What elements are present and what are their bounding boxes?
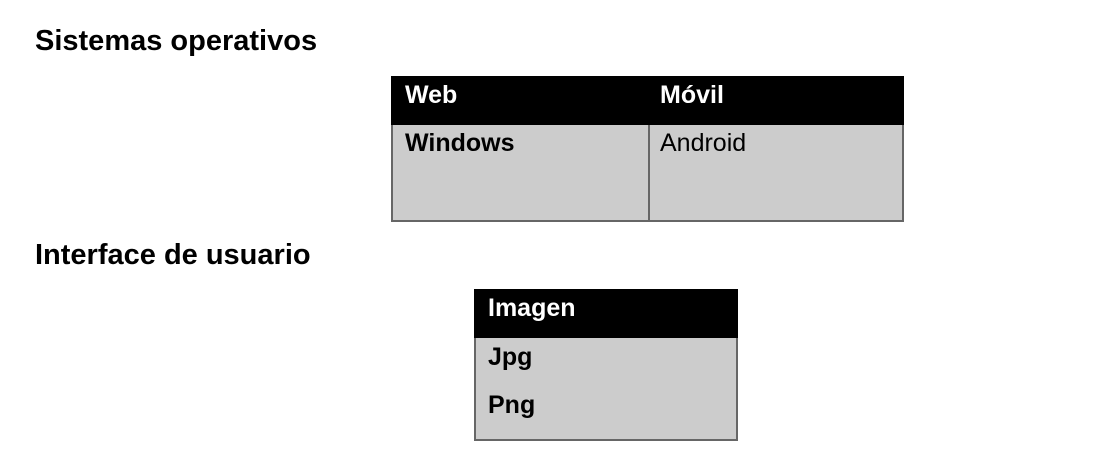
header-cell-imagen: Imagen (488, 294, 576, 322)
header-cell-web: Web (405, 81, 458, 109)
section-title-interface-de-usuario: Interface de usuario (35, 239, 311, 271)
list-item-jpg: Jpg (488, 343, 533, 371)
user-interface-table: Imagen Jpg Png (474, 289, 738, 441)
table-row: Windows Android (391, 125, 904, 222)
section-title-sistemas-operativos: Sistemas operativos (35, 25, 318, 57)
column-divider (648, 125, 650, 220)
cell-android: Android (660, 129, 747, 157)
operating-systems-table: Web Móvil Windows Android (391, 76, 904, 222)
header-cell-movil: Móvil (660, 81, 724, 109)
table-header-row: Web Móvil (391, 76, 904, 125)
cell-windows: Windows (405, 129, 515, 157)
table-header-row: Imagen (474, 289, 738, 338)
table-body: Jpg Png (474, 338, 738, 441)
list-item-png: Png (488, 391, 536, 419)
